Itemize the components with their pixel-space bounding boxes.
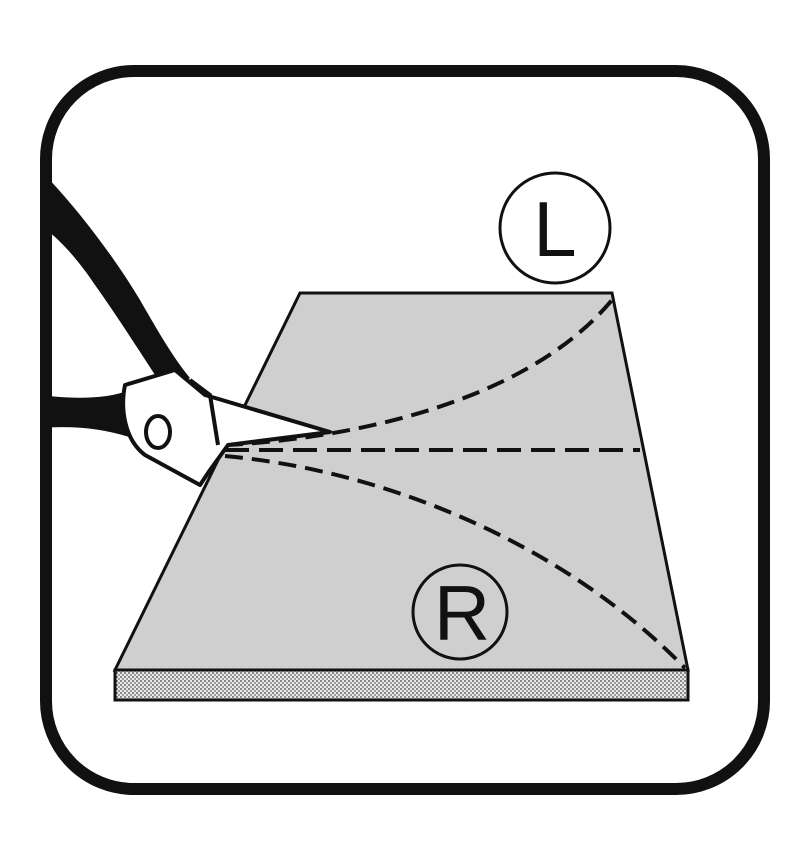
- sheet-surface: [112, 291, 690, 672]
- cut-line-right-curve: [224, 454, 687, 670]
- sheet-edge: [113, 668, 690, 702]
- label-l: L: [533, 185, 576, 273]
- label-r: R: [434, 569, 490, 657]
- cut-line-left-curve: [224, 298, 614, 447]
- scissors-icon: [46, 170, 332, 487]
- label-l-circle: [498, 171, 612, 285]
- label-r-circle: [411, 563, 509, 661]
